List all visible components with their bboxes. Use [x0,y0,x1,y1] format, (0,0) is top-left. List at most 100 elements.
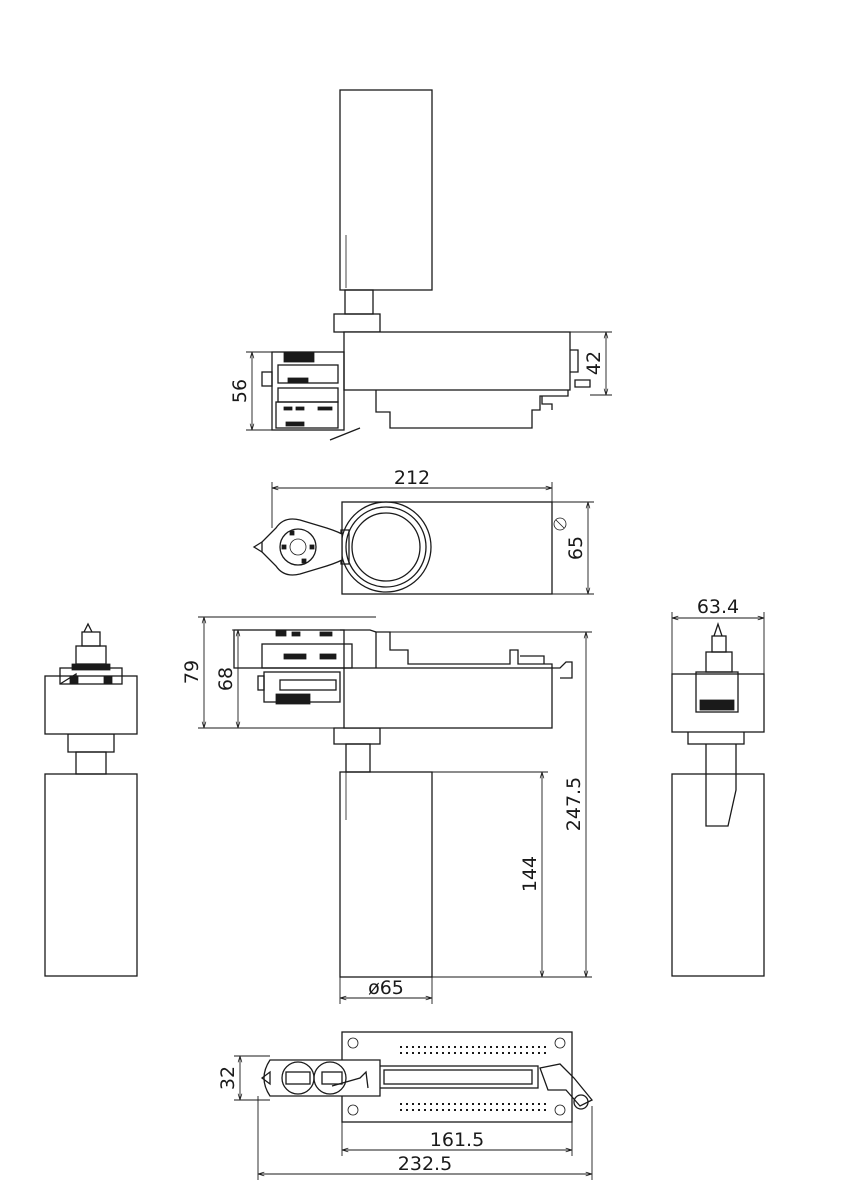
perforation-dot [460,1046,462,1048]
perforation-dot [478,1052,480,1054]
perforation-dot [454,1046,456,1048]
dim-247-5-label: 247.5 [563,777,585,831]
perforation-dot [508,1046,510,1048]
perforation-dot [466,1109,468,1111]
perforation-dot [526,1103,528,1105]
dim-247-5: 247.5 [390,631,592,978]
dim-65-top-label: 65 [565,536,587,560]
perforation-dot [538,1109,540,1111]
perforation-dot [400,1046,402,1048]
side-driver-body [343,331,571,391]
perforation-dot [412,1052,414,1054]
perforation-dot [436,1052,438,1054]
dim-212-label: 212 [394,467,430,489]
perforation-dot [430,1103,432,1105]
perforation-dot [502,1052,504,1054]
perforation-dot [508,1109,510,1111]
left-end-view [44,622,138,977]
front-driver-body [343,667,553,729]
perforation-dot [502,1109,504,1111]
perforation-dot [460,1109,462,1111]
perforation-dot [442,1109,444,1111]
dim-232-5-label: 232.5 [398,1153,452,1175]
dim-diameter-65: ø65 [339,977,433,1004]
perforation-dot [472,1109,474,1111]
dim-63-4: 63.4 [671,596,765,674]
perforation-dot [418,1109,420,1111]
perforation-dot [520,1109,522,1111]
perforation-dot [424,1052,426,1054]
top-view [252,501,567,595]
perforation-dot [472,1052,474,1054]
perforation-dot [412,1109,414,1111]
perforation-dot [520,1046,522,1048]
dim-32-label: 32 [217,1066,239,1090]
dim-232-5: 232.5 [257,1096,593,1180]
perforation-dot [460,1103,462,1105]
perforation-dot [484,1046,486,1048]
perforation-dot [526,1046,528,1048]
perforation-dot [424,1046,426,1048]
dim-63-4-label: 63.4 [697,596,739,618]
perforation-dot [496,1052,498,1054]
dim-161-5-label: 161.5 [430,1129,484,1151]
dim-144: 144 [432,771,548,977]
perforation-dot [538,1103,540,1105]
perforation-dot [544,1052,546,1054]
perforation-dot [460,1052,462,1054]
perforation-dot [400,1103,402,1105]
perforation-dot [484,1103,486,1105]
perforation-dot [502,1103,504,1105]
perforation-dot [412,1046,414,1048]
perforation-dot [544,1103,546,1105]
perforation-dot [436,1103,438,1105]
perforation-dot [418,1052,420,1054]
perforation-dot [478,1046,480,1048]
perforation-dot [526,1052,528,1054]
perforation-dot [490,1103,492,1105]
side-neck [344,289,374,315]
right-end-view [671,621,765,977]
perforation-dot [502,1046,504,1048]
right-neck [705,744,737,827]
dim-diameter-65-label: ø65 [368,977,404,999]
perforation-dot [448,1046,450,1048]
front-lamp-head [339,771,433,978]
side-lamp-head [339,89,433,291]
perforation-dot [418,1046,420,1048]
perforation-dot [532,1052,534,1054]
perforation-dot [538,1046,540,1048]
perforation-dot [526,1109,528,1111]
top-screw [553,517,567,531]
front-view [233,629,573,978]
perforation-dot [406,1046,408,1048]
left-driver-body [44,675,138,735]
perforation-dot [442,1052,444,1054]
perforation-dot [514,1046,516,1048]
perforation-dot [424,1109,426,1111]
side-adapter [271,351,345,431]
perforation-dot [520,1103,522,1105]
dim-65-top: 65 [552,501,594,595]
dim-161-5: 161.5 [341,1122,573,1156]
perforation-dot [448,1103,450,1105]
perforation-dot [454,1052,456,1054]
bottom-dot-rows [400,1046,546,1111]
perforation-dot [406,1109,408,1111]
perforation-dot [508,1052,510,1054]
perforation-dot [442,1103,444,1105]
dim-32: 32 [217,1055,270,1101]
perforation-dot [496,1103,498,1105]
perforation-dot [514,1052,516,1054]
perforation-dot [532,1103,534,1105]
dim-42-label: 42 [583,351,605,375]
side-view [261,89,591,441]
dim-79-label: 79 [181,660,203,684]
perforation-dot [400,1052,402,1054]
dim-68-label: 68 [215,667,237,691]
perforation-dot [490,1046,492,1048]
perforation-dot [442,1046,444,1048]
perforation-dot [406,1052,408,1054]
perforation-dot [412,1103,414,1105]
perforation-dot [424,1103,426,1105]
